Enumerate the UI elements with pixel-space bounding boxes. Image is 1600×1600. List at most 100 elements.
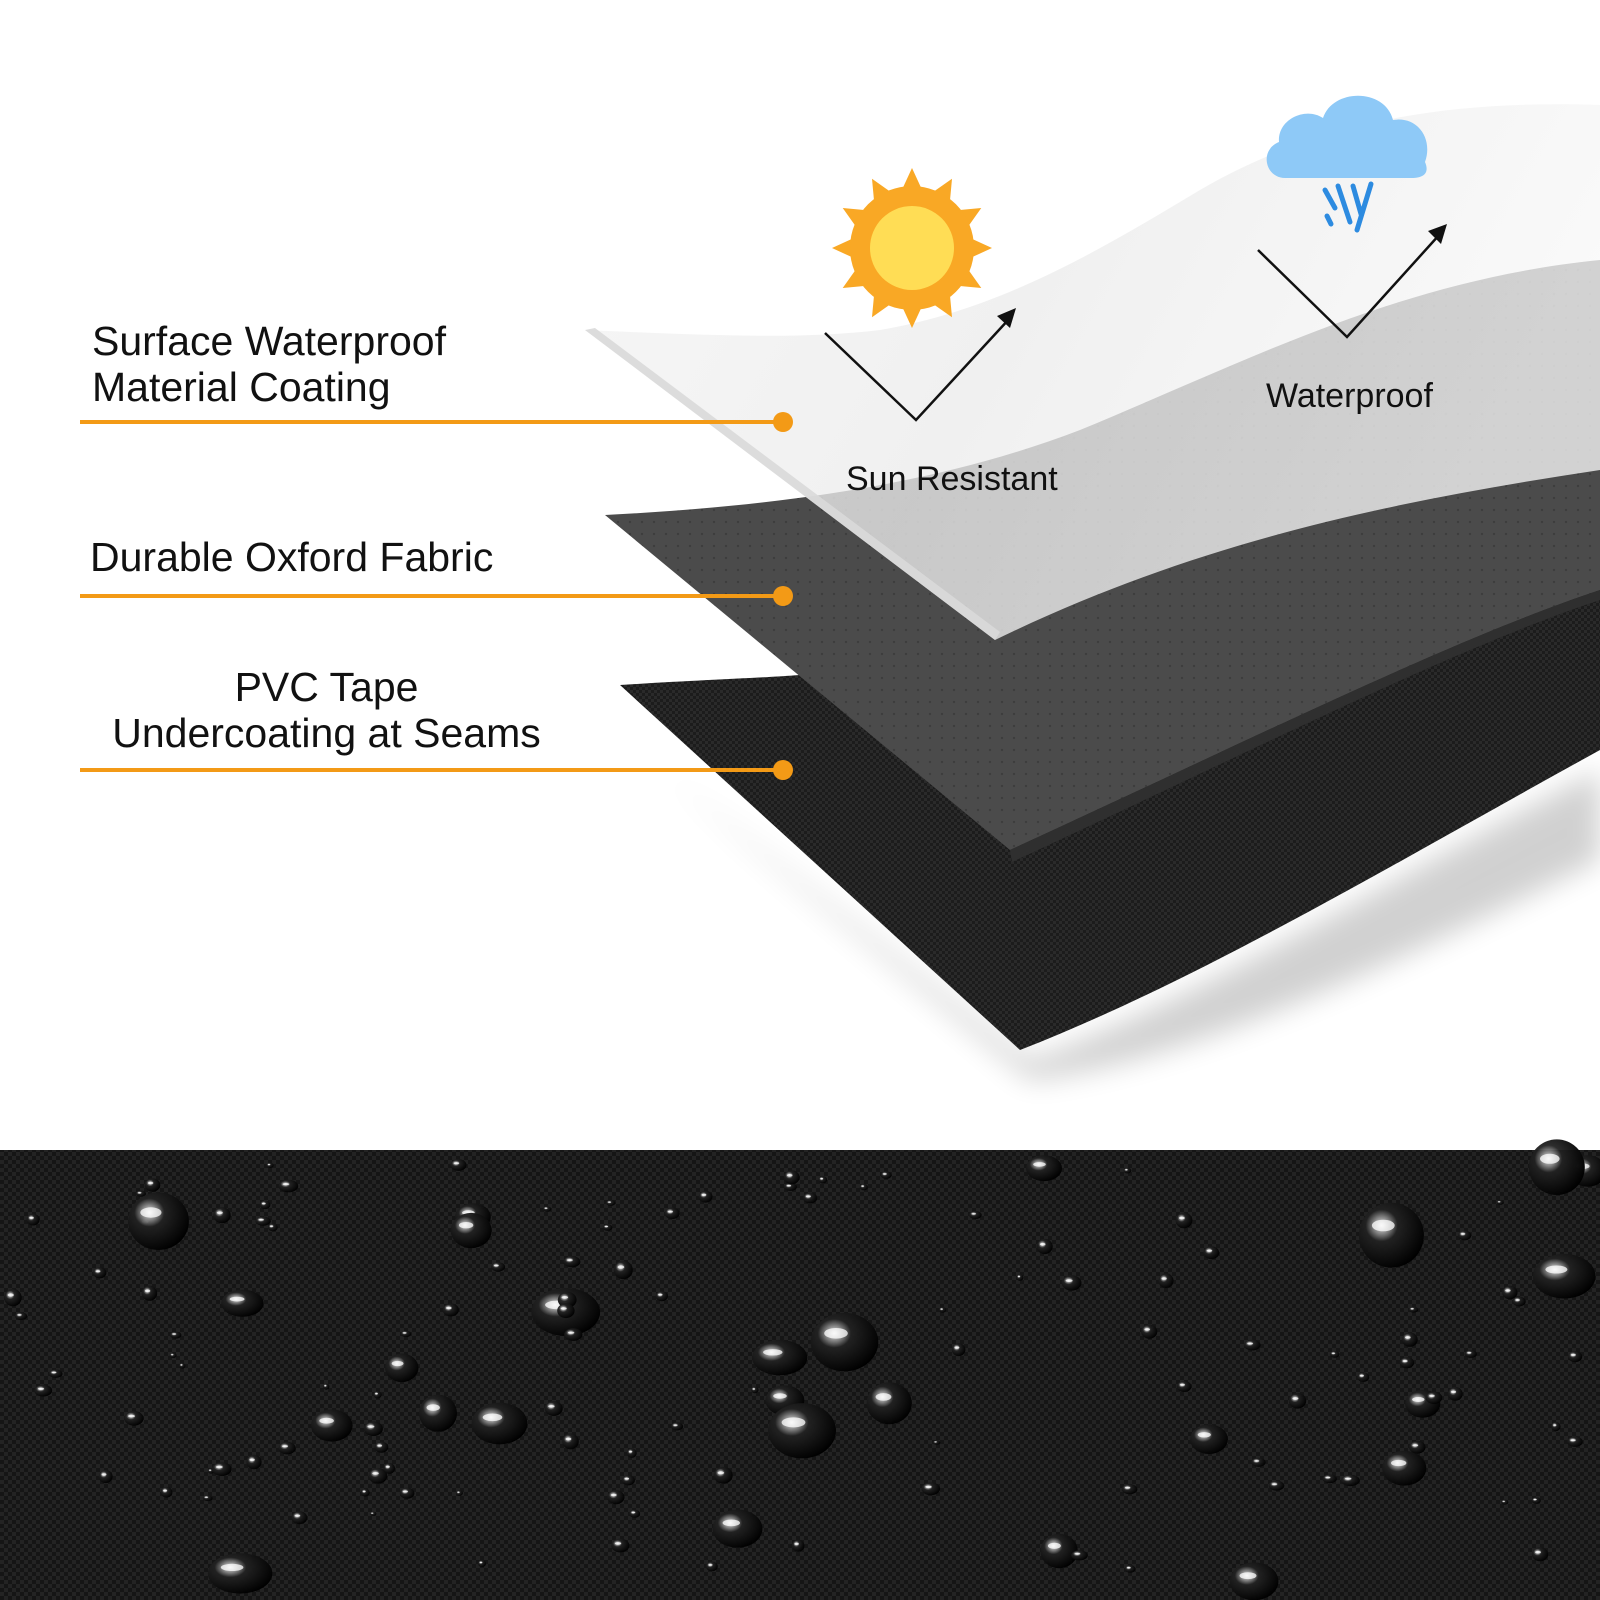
droplet-highlight — [51, 1371, 57, 1374]
droplet-highlight — [17, 1314, 22, 1316]
droplet-highlight — [701, 1193, 707, 1196]
water-droplet — [1036, 1238, 1053, 1255]
leader-dot-oxford — [773, 586, 793, 606]
water-droplet — [859, 1183, 868, 1191]
droplet-highlight — [144, 1289, 151, 1293]
water-droplet — [606, 1200, 616, 1206]
droplet-highlight — [786, 1174, 793, 1177]
water-droplet — [706, 1561, 718, 1572]
leader-line-pvc — [80, 768, 782, 772]
water-droplet — [1341, 1474, 1360, 1487]
droplet-highlight — [375, 1392, 378, 1395]
water-droplet — [363, 1421, 383, 1436]
water-droplet — [1551, 1421, 1561, 1432]
water-droplet — [563, 1256, 581, 1268]
water-droplet — [1158, 1273, 1174, 1289]
droplet-highlight — [402, 1490, 408, 1493]
water-droplet — [1329, 1350, 1340, 1358]
water-droplet — [1124, 1565, 1136, 1573]
droplet-highlight — [1450, 1390, 1457, 1394]
water-droplet — [670, 1422, 684, 1431]
water-droplet — [1040, 1533, 1078, 1569]
water-droplet — [4, 1288, 22, 1307]
droplet-highlight — [482, 1413, 503, 1422]
droplet-highlight — [216, 1211, 223, 1215]
water-droplet — [213, 1207, 231, 1224]
water-droplet — [399, 1487, 415, 1499]
water-droplet — [1229, 1562, 1279, 1600]
water-droplet — [1409, 1440, 1426, 1454]
water-droplet — [323, 1383, 330, 1390]
water-droplet — [698, 1190, 713, 1203]
water-droplet — [655, 1291, 668, 1302]
droplet-highlight — [548, 1405, 555, 1408]
water-droplet — [291, 1511, 308, 1525]
water-droplet — [1501, 1499, 1509, 1505]
droplet-highlight — [1467, 1352, 1472, 1354]
water-droplet — [419, 1394, 457, 1432]
droplet-highlight — [282, 1183, 290, 1186]
droplet-highlight — [954, 1346, 960, 1349]
water-droplet — [369, 1511, 377, 1516]
water-droplet — [1288, 1393, 1307, 1409]
droplet-highlight — [617, 1265, 625, 1269]
water-droplet — [607, 1490, 625, 1505]
layer-label-coating: Surface Waterproof Material Coating — [92, 318, 446, 410]
droplet-highlight — [493, 1264, 499, 1267]
water-droplet — [207, 1553, 273, 1594]
droplet-highlight — [1331, 1352, 1336, 1354]
droplet-highlight — [453, 1162, 460, 1165]
rain-cloud-icon — [1266, 95, 1428, 233]
droplet-highlight — [37, 1387, 45, 1390]
water-droplet — [810, 1312, 879, 1372]
droplet-highlight — [282, 1445, 288, 1448]
water-droplet — [1358, 1202, 1424, 1268]
droplet-highlight — [1412, 1444, 1419, 1447]
water-droplet — [1176, 1381, 1192, 1392]
droplet-highlight — [667, 1210, 673, 1213]
droplet-highlight — [763, 1349, 783, 1356]
droplet-highlight — [1144, 1328, 1150, 1331]
water-droplet — [491, 1262, 506, 1272]
droplet-highlight — [1124, 1486, 1131, 1489]
water-droplet — [542, 1206, 552, 1212]
water-droplet — [818, 1176, 828, 1184]
droplet-highlight — [631, 1511, 636, 1514]
sun-ray — [958, 269, 982, 288]
droplet-highlight — [457, 1491, 460, 1493]
water-droplet — [374, 1441, 389, 1453]
water-droplet — [1357, 1372, 1370, 1382]
water-droplet — [1502, 1285, 1518, 1300]
water-droplet — [1243, 1339, 1261, 1351]
water-droplet — [1401, 1332, 1418, 1347]
water-droplet — [368, 1467, 388, 1484]
water-droplet — [169, 1352, 177, 1358]
droplet-highlight — [934, 1441, 937, 1443]
water-droplet — [1408, 1306, 1419, 1313]
water-droplet — [266, 1162, 274, 1169]
sun-ray — [842, 269, 866, 288]
droplet-highlight — [610, 1493, 617, 1497]
water-droplet — [259, 1200, 271, 1210]
water-droplet — [1464, 1350, 1477, 1358]
water-droplet — [1026, 1155, 1062, 1182]
water-droplet — [1175, 1212, 1193, 1229]
droplet-highlight — [362, 1490, 366, 1493]
rain-check-arrow — [1257, 224, 1447, 339]
water-droplet — [124, 1410, 144, 1426]
water-droplet — [1531, 1497, 1541, 1504]
droplet-highlight — [261, 1202, 266, 1205]
sun-ray — [902, 168, 922, 189]
droplet-highlight — [147, 1181, 154, 1185]
droplet-highlight — [717, 1471, 725, 1475]
water-droplet — [712, 1509, 763, 1548]
water-droplet — [1123, 1167, 1132, 1174]
water-droplet — [1531, 1547, 1549, 1562]
water-droplet — [1203, 1246, 1220, 1260]
droplet-highlight — [824, 1328, 848, 1339]
layer-label-line: Undercoating at Seams — [112, 710, 541, 756]
water-droplet — [969, 1211, 982, 1219]
droplet-highlight — [171, 1354, 174, 1356]
water-droplet — [751, 1386, 759, 1394]
